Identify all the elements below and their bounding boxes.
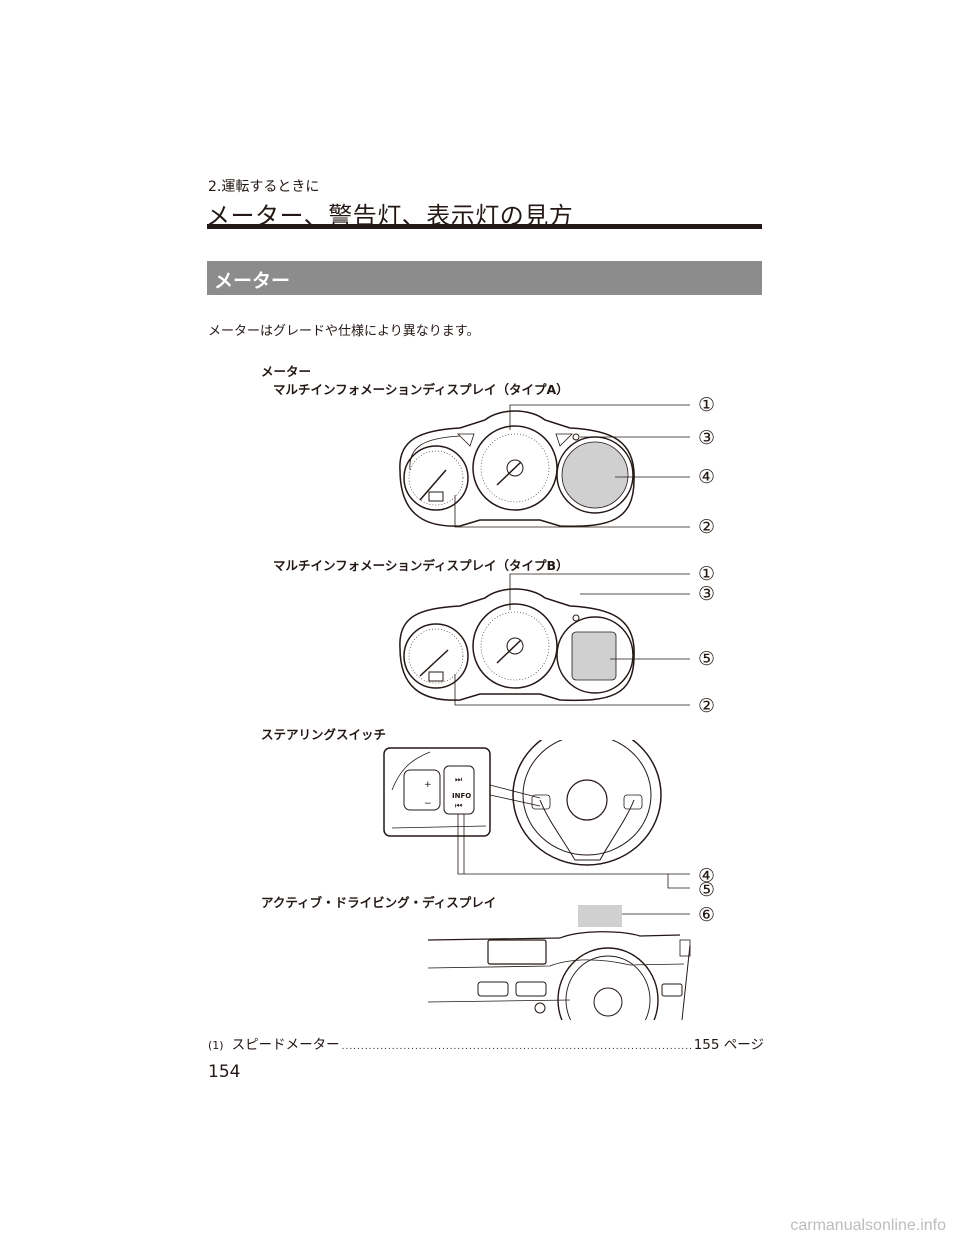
footnote-index: (1) xyxy=(208,1039,224,1052)
callout-3-b: ③ xyxy=(698,583,716,605)
type-a-label: マルチインフォメーションディスプレイ（タイプA） xyxy=(273,382,569,397)
callout-1-a: ① xyxy=(698,394,716,416)
callout-5-b: ⑤ xyxy=(698,648,716,670)
volume-up-icon: + xyxy=(424,780,432,790)
section-title: メーター xyxy=(214,270,291,292)
watermark: carmanualsonline.info xyxy=(790,1217,946,1234)
volume-down-icon: − xyxy=(424,799,432,809)
callout-4-s: ④ xyxy=(698,865,716,887)
meter-type-a-illustration xyxy=(399,404,690,528)
meter-type-b-illustration xyxy=(399,573,690,706)
page-number: 154 xyxy=(208,1062,241,1082)
steering-switch-illustration: INFO ⏭ ⏮ + − xyxy=(383,740,690,889)
ads-illustration xyxy=(427,905,691,1020)
callout-4-a: ④ xyxy=(698,466,716,488)
footnote-text: スピードメーター xyxy=(231,1037,340,1053)
chapter-heading: 2.運転するときに xyxy=(208,179,320,195)
meter-label: メーター xyxy=(261,364,312,379)
next-track-icon: ⏭ xyxy=(455,775,462,784)
steering-switch-label: ステアリングスイッチ xyxy=(261,727,387,742)
callout-3-a: ③ xyxy=(698,427,716,449)
title-rule xyxy=(207,224,762,229)
callout-5-s: ⑤ xyxy=(698,879,716,901)
ads-label: アクティブ・ドライビング・ディスプレイ xyxy=(261,895,497,910)
type-b-label: マルチインフォメーションディスプレイ（タイプB） xyxy=(273,558,569,573)
footnote-page-ref[interactable]: 155 ページ xyxy=(693,1037,764,1053)
footnote-leader-dots xyxy=(342,1037,692,1053)
info-button-text: INFO xyxy=(452,792,471,800)
section-bar xyxy=(207,261,762,295)
callout-1-b: ① xyxy=(698,563,716,585)
callout-2-a: ② xyxy=(698,516,716,538)
footnote-item: (1) スピードメーター 155 ページ xyxy=(208,1033,764,1053)
intro-text: メーターはグレードや仕様により異なります。 xyxy=(208,324,480,339)
prev-track-icon: ⏮ xyxy=(455,801,462,810)
callout-6-ads: ⑥ xyxy=(698,904,716,926)
callout-2-b: ② xyxy=(698,695,716,717)
